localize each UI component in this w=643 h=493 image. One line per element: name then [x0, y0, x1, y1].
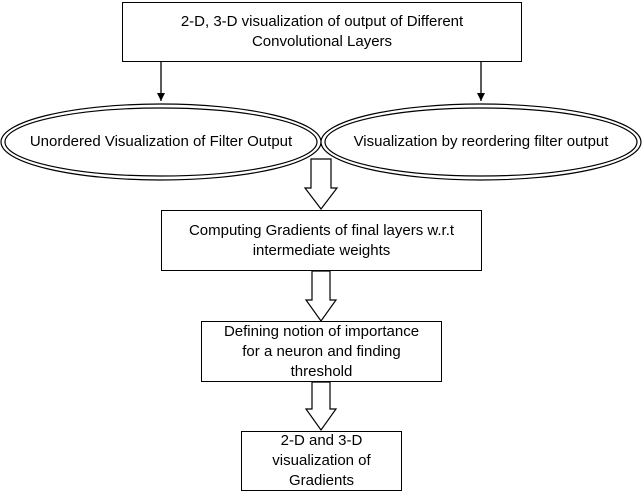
block-arrow-importance-to-final [304, 381, 338, 432]
block-arrow-gradients-to-importance [304, 270, 338, 323]
left-oval-label: Unordered Visualization of Filter Output [29, 133, 293, 150]
importance-box: Defining notion of importance for a neur… [201, 321, 442, 382]
gradients-box: Computing Gradients of final layers w.r.… [161, 210, 482, 271]
right-oval-shape [320, 103, 642, 181]
block-arrow-ovals-to-gradients [303, 158, 339, 210]
right-oval-label: Visualization by reordering filter outpu… [353, 133, 609, 150]
left-oval-shape [0, 103, 322, 181]
top-box: 2-D, 3-D visualization of output of Diff… [122, 2, 522, 62]
final-box: 2-D and 3-D visualization of Gradients [241, 431, 402, 491]
